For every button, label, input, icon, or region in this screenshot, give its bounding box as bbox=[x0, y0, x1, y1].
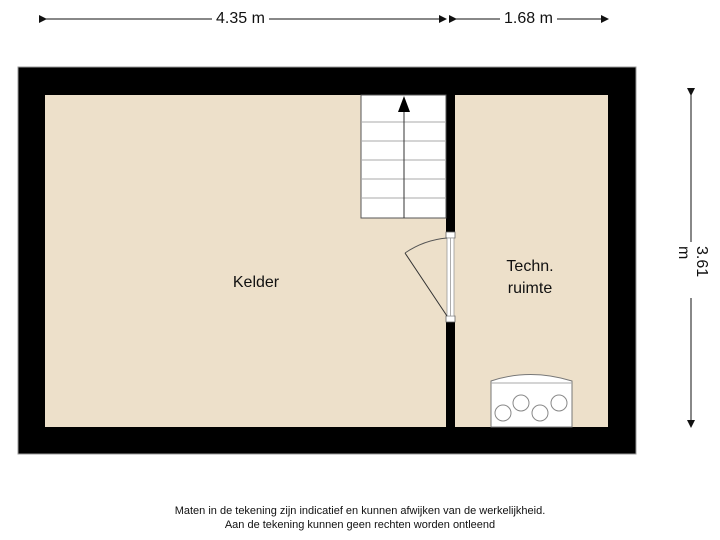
disclaimer: Maten in de tekening zijn indicatief en … bbox=[0, 504, 720, 532]
room-label-kelder: Kelder bbox=[232, 274, 280, 291]
technical-unit bbox=[490, 374, 573, 428]
room-label-line2: ruimte bbox=[507, 280, 553, 297]
disclaimer-line2: Aan de tekening kunnen geen rechten word… bbox=[224, 519, 496, 531]
room-label-techn-ruimte: Techn. ruimte bbox=[480, 256, 580, 300]
dimension-label-height: 3.61 m bbox=[674, 242, 710, 298]
staircase bbox=[360, 94, 447, 219]
dimension-label-width-left: 4.35 m bbox=[212, 10, 269, 28]
room-floor-techn-ruimte bbox=[455, 95, 608, 427]
room-label-line1: Techn. bbox=[506, 258, 554, 275]
dimension-label-width-right: 1.68 m bbox=[500, 10, 557, 28]
disclaimer-line1: Maten in de tekening zijn indicatief en … bbox=[174, 505, 546, 517]
stair-direction-arrow-icon bbox=[398, 96, 410, 112]
door bbox=[404, 231, 456, 323]
